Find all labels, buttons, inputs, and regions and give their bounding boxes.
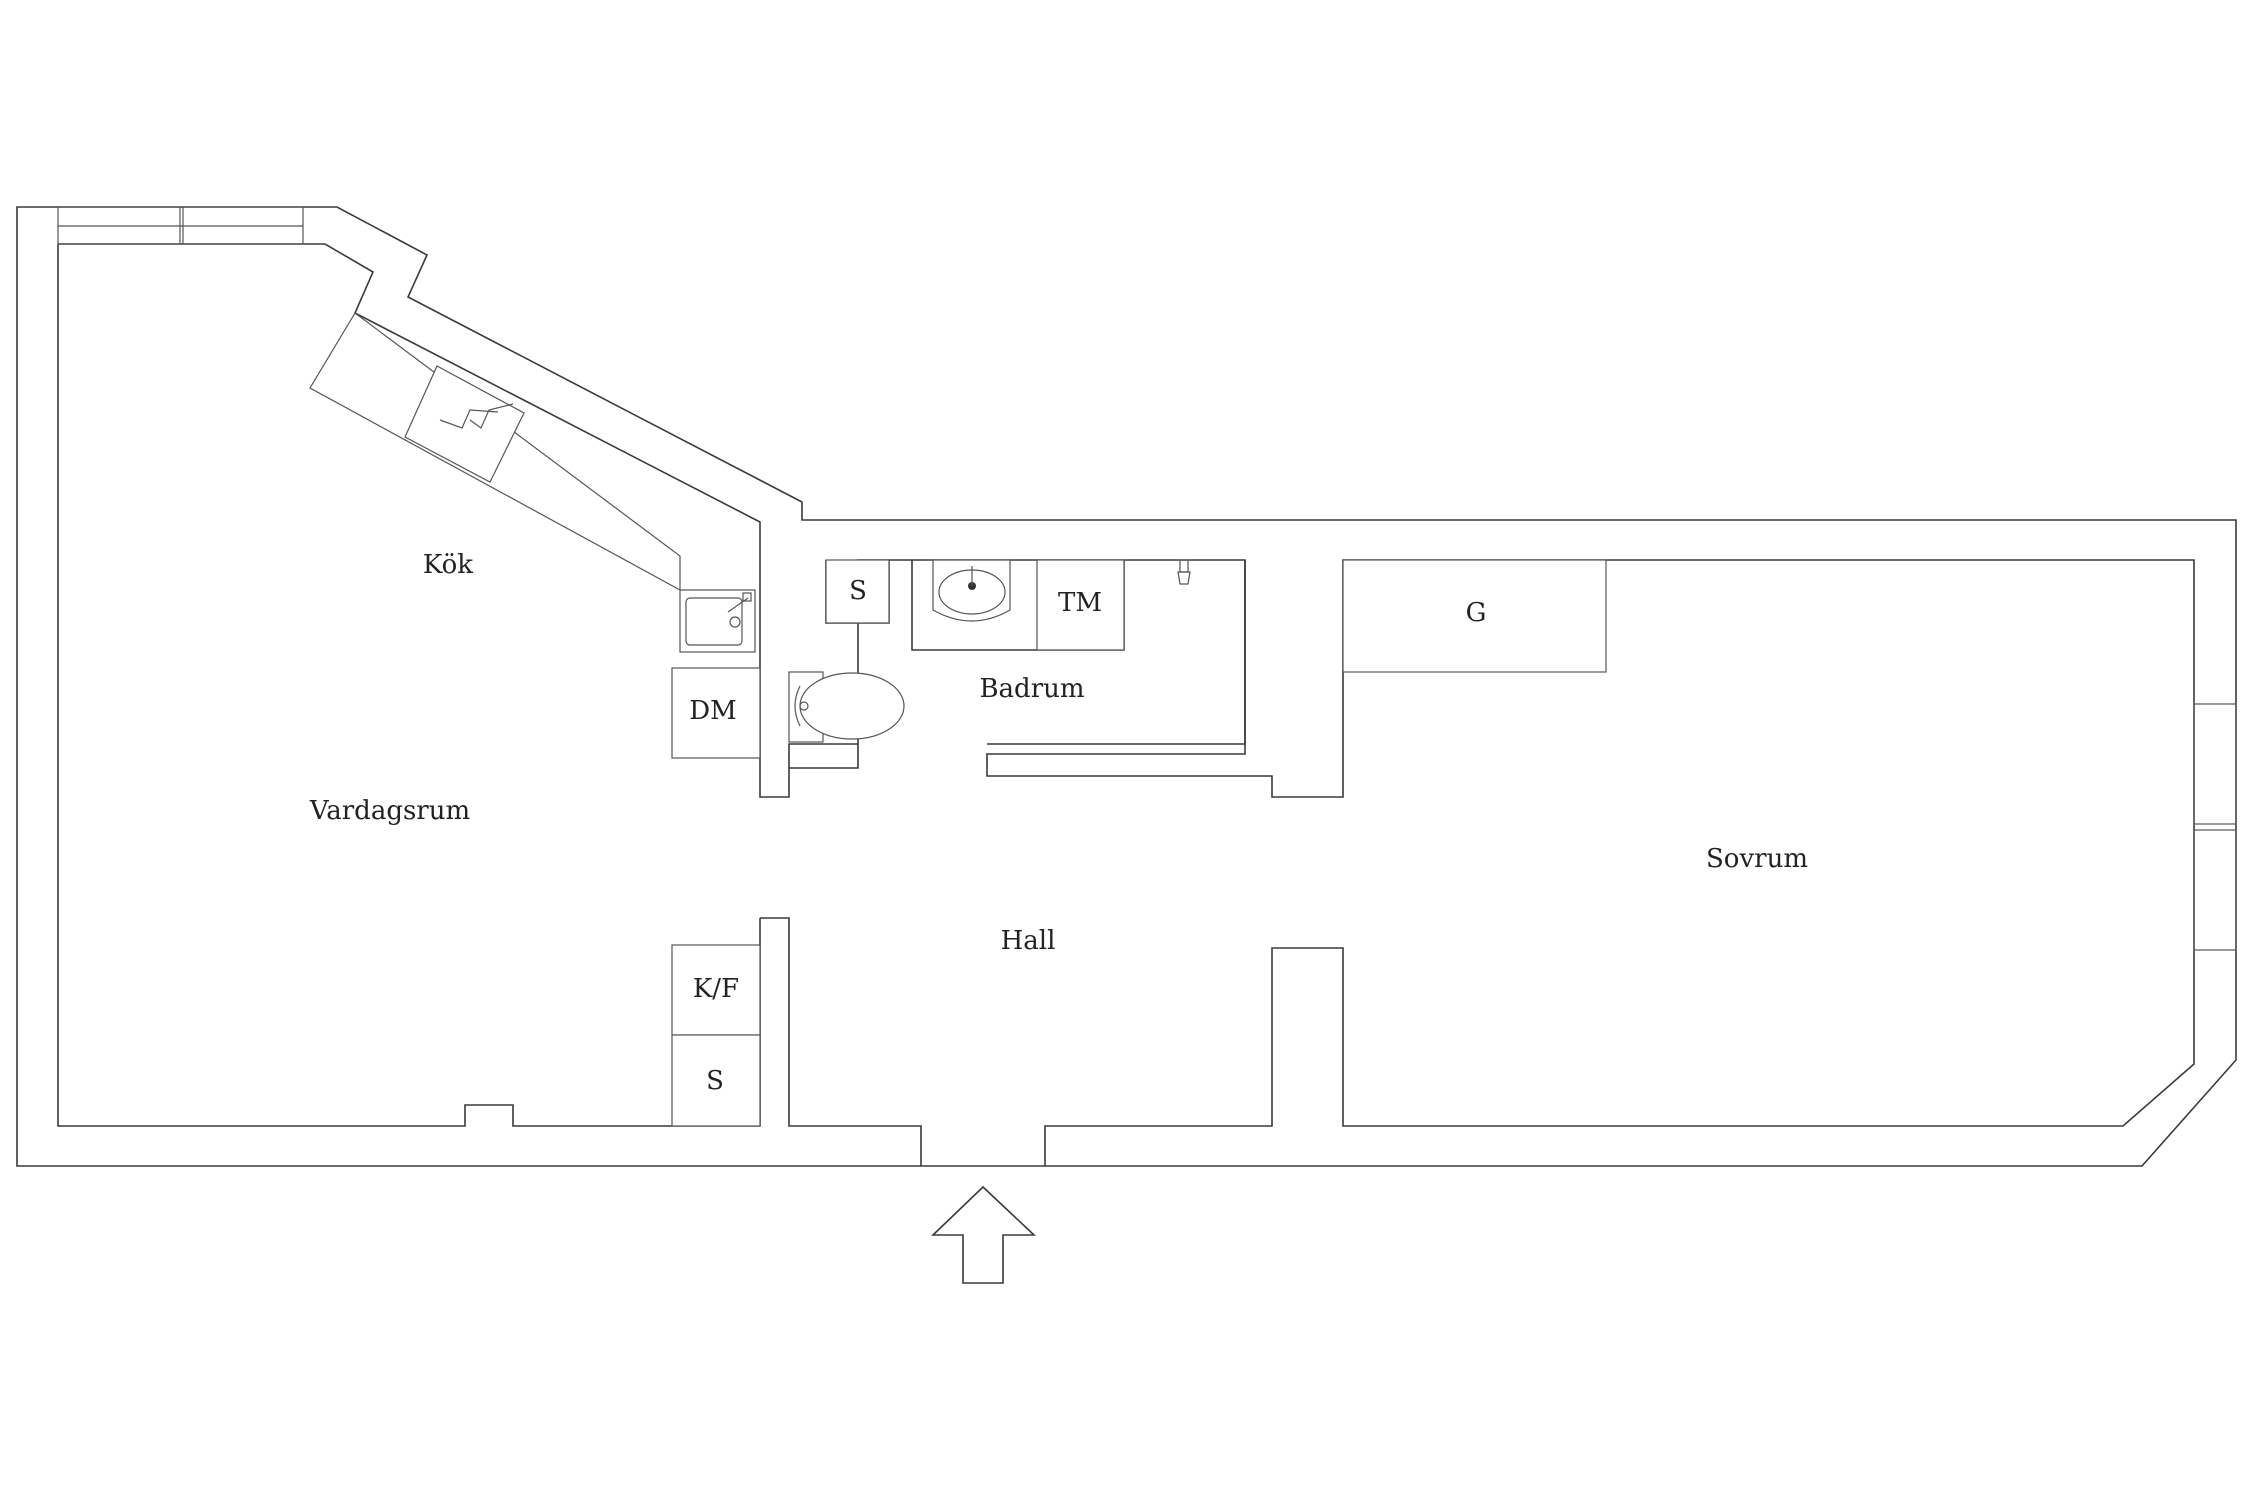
shower-icon xyxy=(1177,559,1191,585)
storage: S xyxy=(671,1034,761,1127)
room-label-sovrum: Sovrum xyxy=(1706,844,1808,874)
wardrobe: G xyxy=(1342,559,1607,673)
window-top-left xyxy=(57,206,304,245)
room-label-badrum: Badrum xyxy=(979,674,1084,704)
room-label-vardagsrum: Vardagsrum xyxy=(309,796,470,826)
toilet xyxy=(788,671,905,743)
bath-cabinet: S xyxy=(825,559,890,624)
washing-machine-label: TM xyxy=(1058,588,1102,618)
washbasin xyxy=(932,559,1011,622)
wardrobe-label: G xyxy=(1466,598,1487,628)
kitchen-counter xyxy=(309,312,681,592)
entrance-arrow-icon xyxy=(931,1185,1037,1284)
outer-wall xyxy=(16,206,2237,1167)
room-label-kok: Kök xyxy=(423,550,473,580)
room-label-hall: Hall xyxy=(1001,926,1056,956)
washing-machine: TM xyxy=(1036,559,1125,651)
storage-label: S xyxy=(706,1066,724,1096)
dishwasher-label: DM xyxy=(689,696,736,726)
window-right xyxy=(2193,703,2237,951)
bath-cabinet-label: S xyxy=(849,576,867,606)
fridge-freezer: K/F xyxy=(671,944,761,1036)
fridge-freezer-label: K/F xyxy=(693,974,739,1004)
kitchen-sink xyxy=(679,589,756,653)
dishwasher: DM xyxy=(671,667,761,759)
